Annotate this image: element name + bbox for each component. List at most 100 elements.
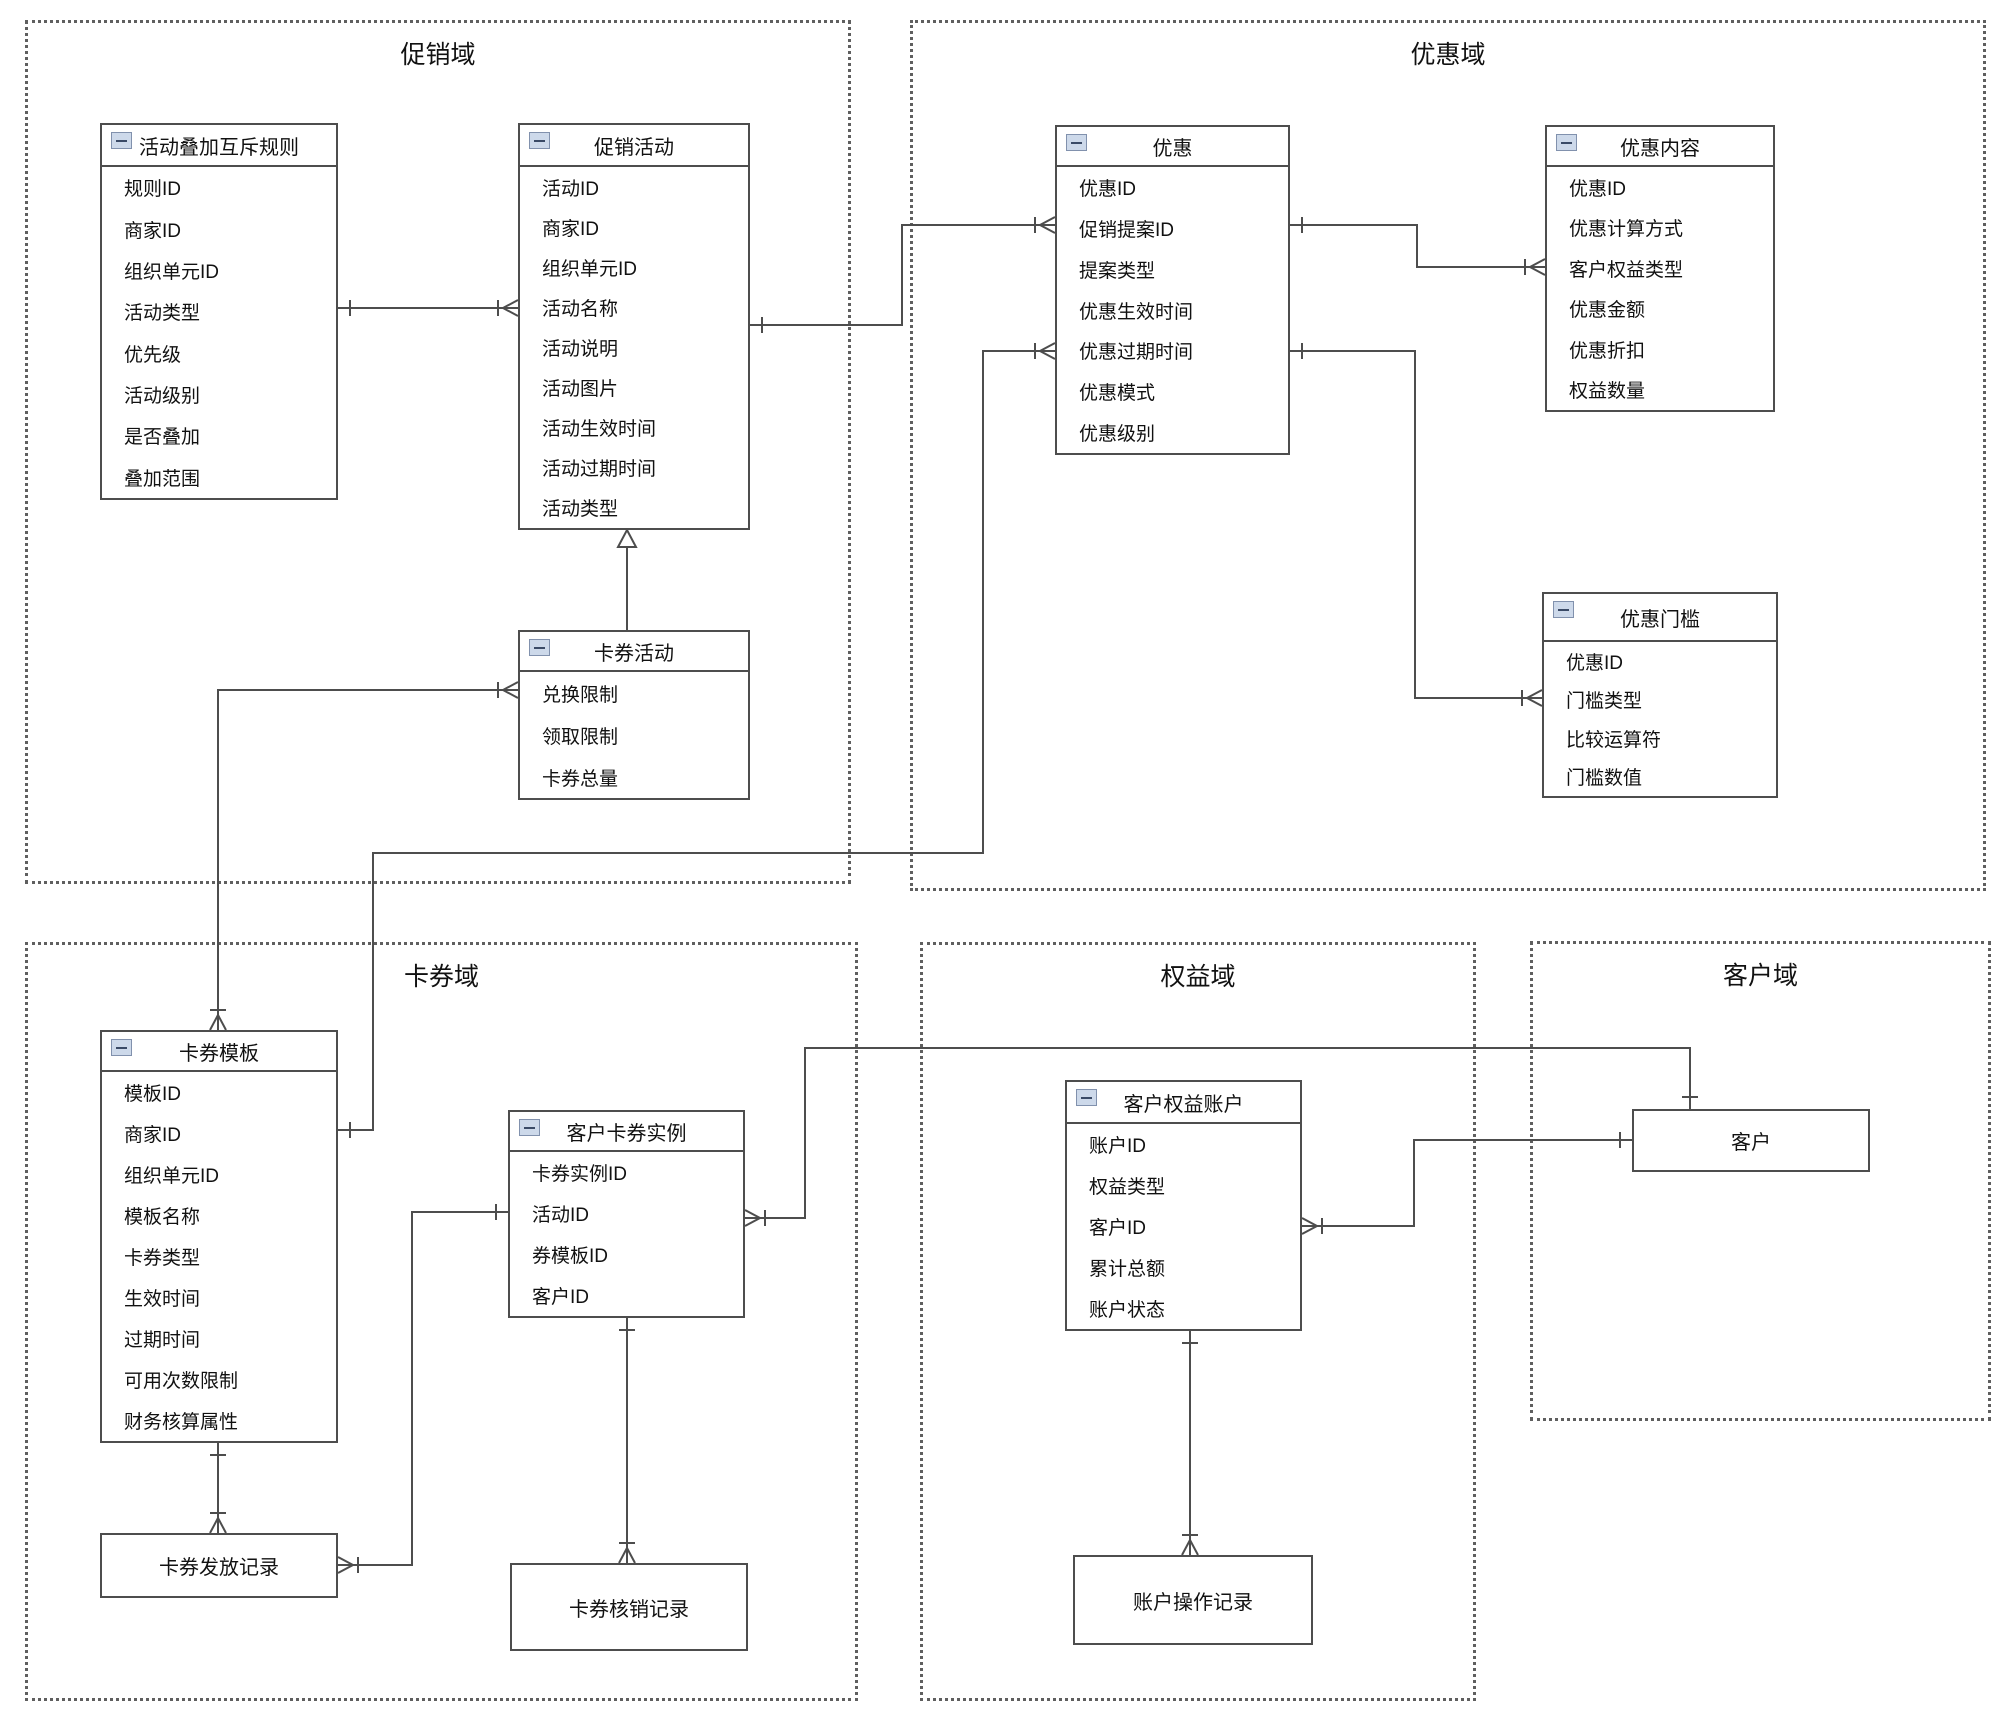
entity-title: 活动叠加互斥规则: [139, 136, 299, 159]
entity-title: 卡券活动: [594, 642, 674, 665]
entity-field: 券模板ID: [532, 1246, 609, 1267]
entity-field: 权益数量: [1569, 381, 1646, 403]
collapse-minus-icon[interactable]: [111, 1039, 132, 1056]
entity-field: 活动过期时间: [542, 459, 657, 481]
collapse-minus-icon[interactable]: [529, 132, 550, 149]
entity-field: 卡券类型: [124, 1248, 201, 1269]
entity-header: 卡券模板: [102, 1032, 336, 1072]
entity-field: 优惠金额: [1569, 300, 1646, 322]
entity-field: 优惠ID: [1569, 178, 1627, 200]
entity-title: 优惠: [1152, 137, 1193, 160]
entity-field: 可用次数限制: [124, 1371, 239, 1392]
entity-title: 优惠门槛: [1620, 608, 1700, 631]
collapse-minus-icon[interactable]: [1076, 1089, 1097, 1106]
entity-field: 比较运算符: [1566, 729, 1662, 751]
entity-field: 过期时间: [124, 1330, 201, 1351]
entity-field: 活动说明: [542, 338, 619, 360]
entity-field: 活动名称: [542, 298, 619, 320]
entity-title: 促销活动: [594, 136, 674, 159]
entity-header: 优惠门槛: [1544, 594, 1776, 642]
entity-field: 累计总额: [1089, 1259, 1166, 1280]
customer-domain-label: 客户域: [1722, 962, 1799, 990]
entity-field: 模板名称: [124, 1207, 201, 1228]
entity-header: 客户卡券实例: [510, 1112, 743, 1152]
collapse-minus-icon[interactable]: [519, 1119, 540, 1136]
entity-field: 优惠折扣: [1569, 340, 1646, 362]
entity-title: 卡券发放记录: [159, 1557, 279, 1579]
entity-field: 活动级别: [124, 386, 201, 408]
benefit-domain-label: 权益域: [1160, 963, 1236, 991]
entity-field: 优惠生效时间: [1079, 301, 1194, 323]
collapse-minus-icon[interactable]: [1553, 601, 1574, 618]
entity-header: 客户权益账户: [1067, 1082, 1300, 1124]
entity-field: 优惠模式: [1079, 383, 1156, 405]
entity-title: 客户卡券实例: [566, 1122, 687, 1145]
entity-field: 账户ID: [1089, 1136, 1147, 1157]
entity-field: 优惠级别: [1079, 424, 1156, 446]
entity-title: 卡券核销记录: [569, 1598, 689, 1621]
customer-domain: 客户域: [1530, 941, 1991, 1421]
entity-field: 卡券总量: [542, 768, 619, 790]
entity-field: 模板ID: [124, 1084, 182, 1105]
entity-title: 账户操作记录: [1133, 1591, 1253, 1614]
entity-field: 组织单元ID: [542, 258, 638, 280]
entity-coupon-activity[interactable]: 卡券活动兑换限制领取限制卡券总量: [518, 630, 750, 800]
entity-field: 优惠计算方式: [1569, 219, 1684, 241]
coupon-domain-label: 卡券域: [403, 963, 480, 991]
entity-field-list: 账户ID 权益类型客户ID 累计总额账户状态: [1067, 1124, 1300, 1329]
collapse-minus-icon[interactable]: [529, 639, 550, 656]
entity-title: 优惠内容: [1620, 137, 1700, 160]
entity-field: 提案类型: [1079, 260, 1156, 282]
discount-domain-label: 优惠域: [1410, 41, 1486, 69]
entity-field-list: 兑换限制领取限制卡券总量: [520, 672, 748, 798]
entity-customer-benefit-account[interactable]: 客户权益账户账户ID 权益类型客户ID 累计总额账户状态: [1065, 1080, 1302, 1331]
entity-field: 活动生效时间: [542, 419, 657, 441]
entity-header: 优惠内容: [1547, 127, 1773, 167]
entity-header: 优惠: [1057, 127, 1288, 167]
entity-field: 财务核算属性: [124, 1412, 239, 1433]
entity-field: 客户ID: [532, 1287, 590, 1308]
entity-field: 优惠ID: [1566, 652, 1624, 674]
entity-field: 优先级: [124, 344, 182, 366]
entity-field: 活动类型: [124, 303, 201, 325]
entity-field: 规则ID: [124, 179, 182, 201]
entity-field: 商家ID: [542, 218, 600, 240]
entity-field: 权益类型: [1089, 1177, 1166, 1198]
entity-field: 卡券实例ID: [532, 1164, 628, 1185]
entity-customer[interactable]: 客户: [1632, 1109, 1870, 1172]
entity-field: 账户状态: [1089, 1300, 1166, 1321]
entity-field: 活动ID: [542, 178, 600, 200]
entity-field: 优惠过期时间: [1079, 342, 1194, 364]
entity-field: 门槛类型: [1566, 691, 1643, 713]
entity-field: 优惠ID: [1079, 178, 1137, 200]
entity-title: 客户: [1731, 1132, 1771, 1154]
collapse-minus-icon[interactable]: [111, 132, 132, 149]
entity-field: 活动类型: [542, 499, 619, 521]
entity-field: 兑换限制: [542, 684, 619, 706]
collapse-minus-icon[interactable]: [1556, 134, 1577, 151]
entity-field: 领取限制: [542, 726, 619, 748]
entity-header: 活动叠加互斥规则: [102, 125, 336, 167]
entity-header: 促销活动: [520, 125, 748, 167]
collapse-minus-icon[interactable]: [1066, 134, 1087, 151]
entity-field: 组织单元ID: [124, 261, 220, 283]
entity-coupon-issue-record[interactable]: 卡券发放记录: [100, 1533, 338, 1598]
entity-coupon-redeem-record[interactable]: 卡券核销记录: [510, 1563, 748, 1651]
entity-account-operation-record[interactable]: 账户操作记录: [1073, 1555, 1313, 1645]
entity-title: 卡券模板: [179, 1042, 259, 1065]
entity-title: 客户权益账户: [1123, 1093, 1244, 1116]
entity-field: 客户ID: [1089, 1218, 1147, 1239]
